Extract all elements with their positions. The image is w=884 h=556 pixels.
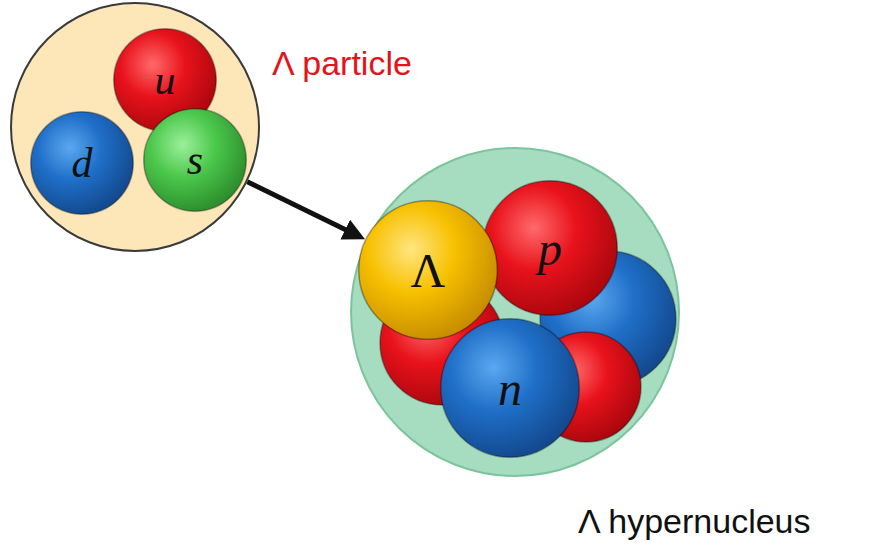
hypernucleus-title: Λ hypernucleus [578, 502, 811, 540]
down-quark-ball: d [30, 111, 134, 215]
proton-ball: p [482, 180, 618, 316]
neutron-ball: n [440, 318, 580, 458]
circle-shape [359, 201, 498, 340]
circle-shape [483, 181, 618, 316]
heading-holder: Λ particle [272, 44, 412, 83]
heading-holder: Λ hypernucleus [578, 502, 811, 541]
particle-title: Λ particle [272, 44, 412, 82]
lambda-particle-circle: Λ particleuds [10, 2, 260, 252]
circle-shape [441, 319, 580, 458]
circle-shape [351, 148, 679, 476]
circle-shape [31, 112, 134, 215]
hypernucleus-circle: Λ hypernucleuspΛn [350, 147, 680, 477]
arrow-connector [247, 182, 358, 236]
quark-letter: d [72, 139, 93, 187]
quark-letter: p [538, 221, 562, 276]
quark-letter: s [187, 136, 203, 184]
circle-shape [144, 109, 247, 212]
lambda-ball: Λ [358, 200, 498, 340]
strange-quark-ball: s [143, 108, 247, 212]
circle-shape [11, 3, 259, 251]
quark-letter: Λ [411, 243, 446, 298]
quark-letter: u [155, 56, 176, 104]
quark-letter: n [498, 361, 522, 416]
